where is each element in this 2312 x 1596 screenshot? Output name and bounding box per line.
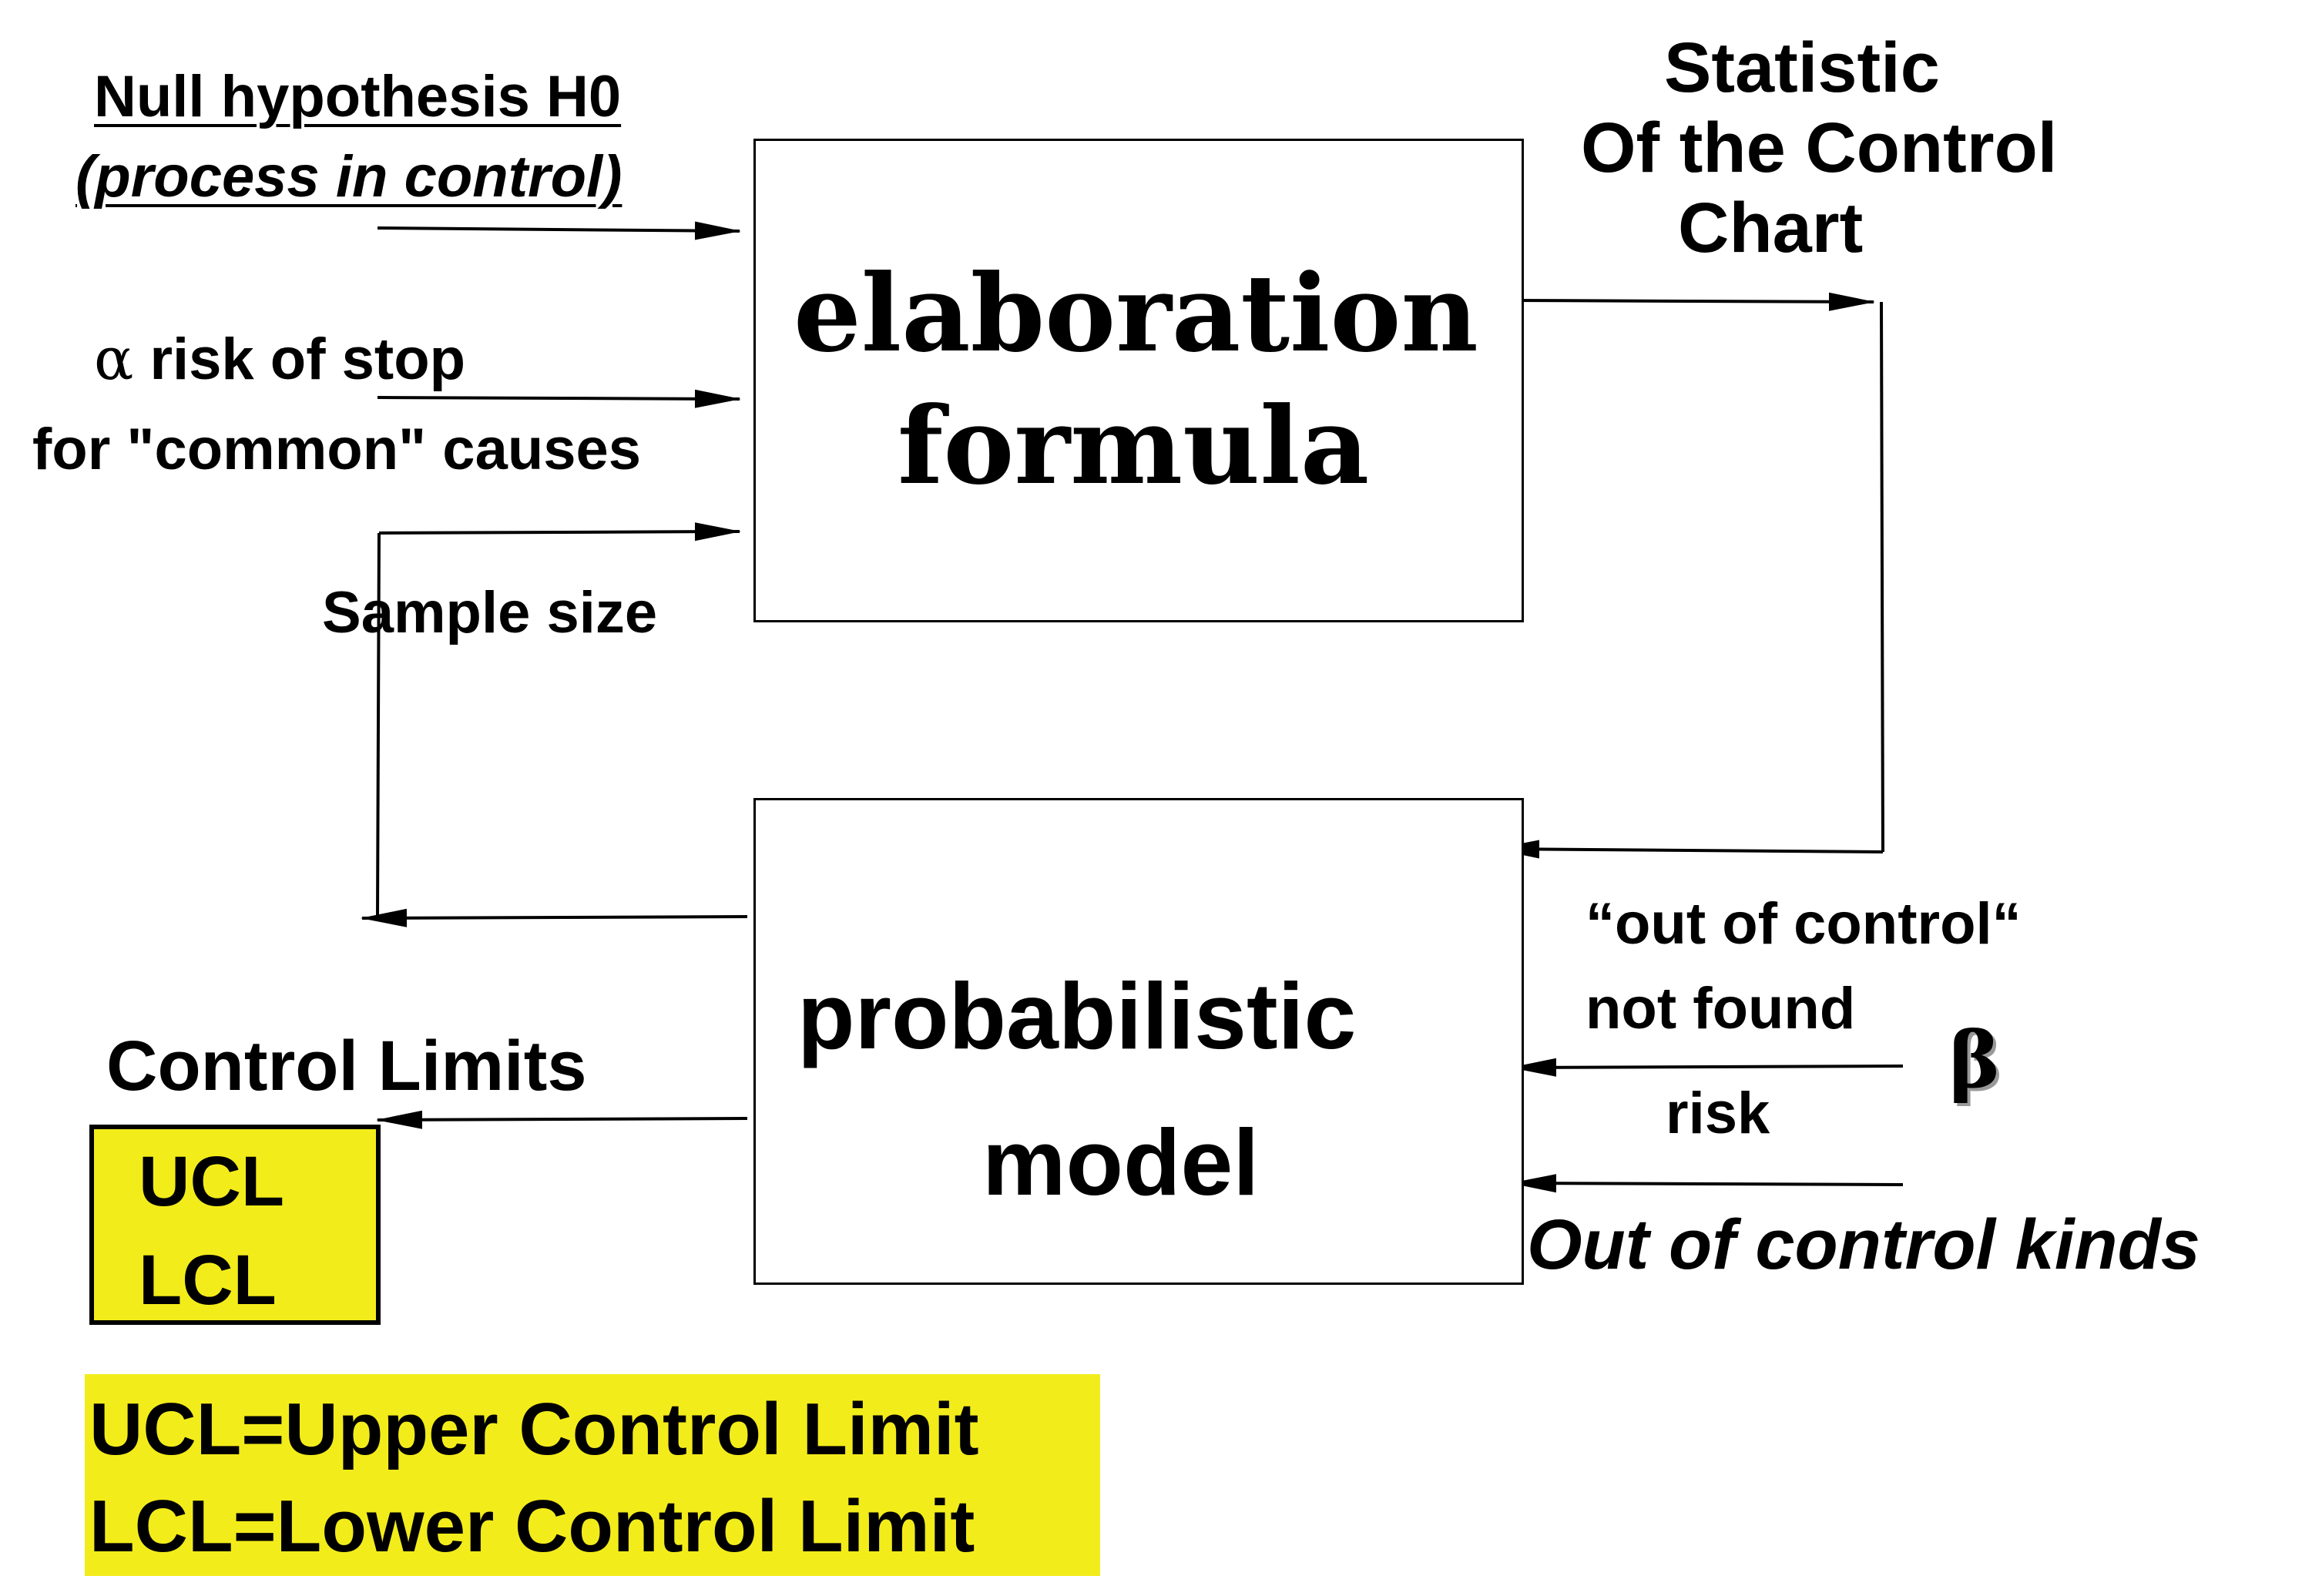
sample-size-label: Sample size [322, 580, 658, 645]
lcl-definition: LCL=Lower Control Limit [89, 1485, 975, 1568]
risk-label: risk [1666, 1081, 1770, 1146]
arrow-statistic-to-model [1493, 840, 1884, 859]
control-limits-box [89, 1125, 381, 1325]
probabilistic-model-box [753, 798, 1524, 1285]
out-of-control-label: “out of control“ [1586, 891, 2022, 957]
arrow-out-of-control-kinds [1510, 1174, 1904, 1193]
control-limits-label: Control Limits [106, 1027, 587, 1105]
legend-box [85, 1374, 1100, 1576]
ucl-label: UCL [139, 1142, 285, 1221]
model-label: model [982, 1110, 1260, 1215]
arrow-beta-risk [1510, 1058, 1904, 1077]
arrow-to-statistic [1511, 292, 1875, 311]
feedback-vertical [376, 532, 381, 917]
ucl-definition: UCL=Upper Control Limit [89, 1388, 979, 1470]
statistic-line1: Statistic [1664, 28, 1940, 107]
lcl-label: LCL [139, 1241, 277, 1319]
elaboration-label: elaboration [794, 250, 1478, 376]
elaboration-formula-box [753, 139, 1524, 622]
common-causes-label: for "common" causes [32, 417, 642, 482]
statistic-line2: Of the Control [1581, 109, 2058, 187]
process-in-control-label: (process in control) [76, 144, 622, 210]
null-hypothesis-label: Null hypothesis H0 [94, 64, 622, 129]
out-of-control-kinds-label: Out of control kinds [1527, 1205, 2200, 1284]
arrow-sample-size-in [378, 522, 741, 542]
probabilistic-label: probabilistic [797, 964, 1357, 1068]
statistic-vertical [1880, 301, 1884, 853]
arrow-to-control-limits [376, 1110, 748, 1129]
not-found-label: not found [1586, 976, 1856, 1041]
statistic-line3: Chart [1678, 189, 1864, 267]
beta-symbol: β [1949, 1014, 2001, 1105]
arrow-feedback-left [361, 908, 748, 927]
alpha-symbol: α [94, 324, 134, 393]
alpha-risk-label: risk of stop [149, 327, 466, 392]
arrow-alpha-risk [377, 389, 741, 408]
alpha-risk-line: α risk of stop [94, 330, 465, 389]
formula-label: formula [898, 383, 1370, 508]
arrow-null-hypothesis [377, 221, 741, 240]
